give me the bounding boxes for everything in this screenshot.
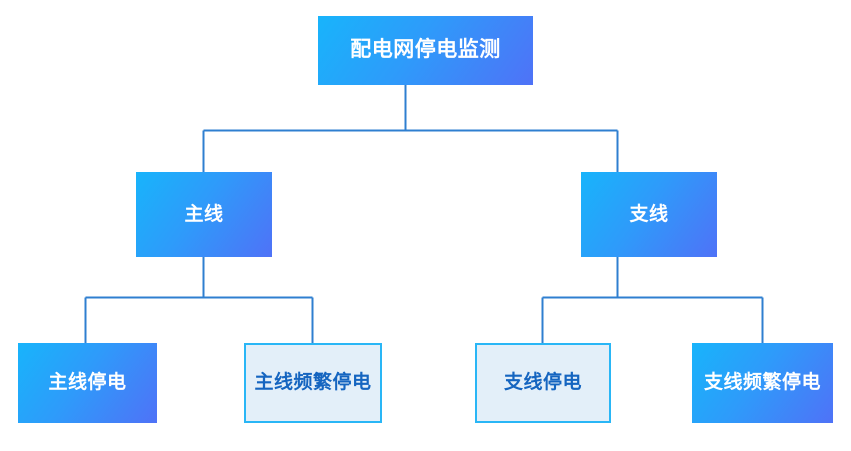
node-branch-line-frequent-outage[interactable]: 支线频繁停电 — [692, 343, 833, 423]
node-main-line-frequent-outage[interactable]: 主线频繁停电 — [244, 343, 382, 423]
node-branch-line-outage[interactable]: 支线停电 — [475, 343, 611, 423]
node-root-distribution-outage-monitoring[interactable]: 配电网停电监测 — [318, 16, 533, 85]
node-main-line-outage[interactable]: 主线停电 — [18, 343, 157, 423]
node-branch-line[interactable]: 支线 — [581, 172, 717, 257]
node-main-line[interactable]: 主线 — [136, 172, 272, 257]
